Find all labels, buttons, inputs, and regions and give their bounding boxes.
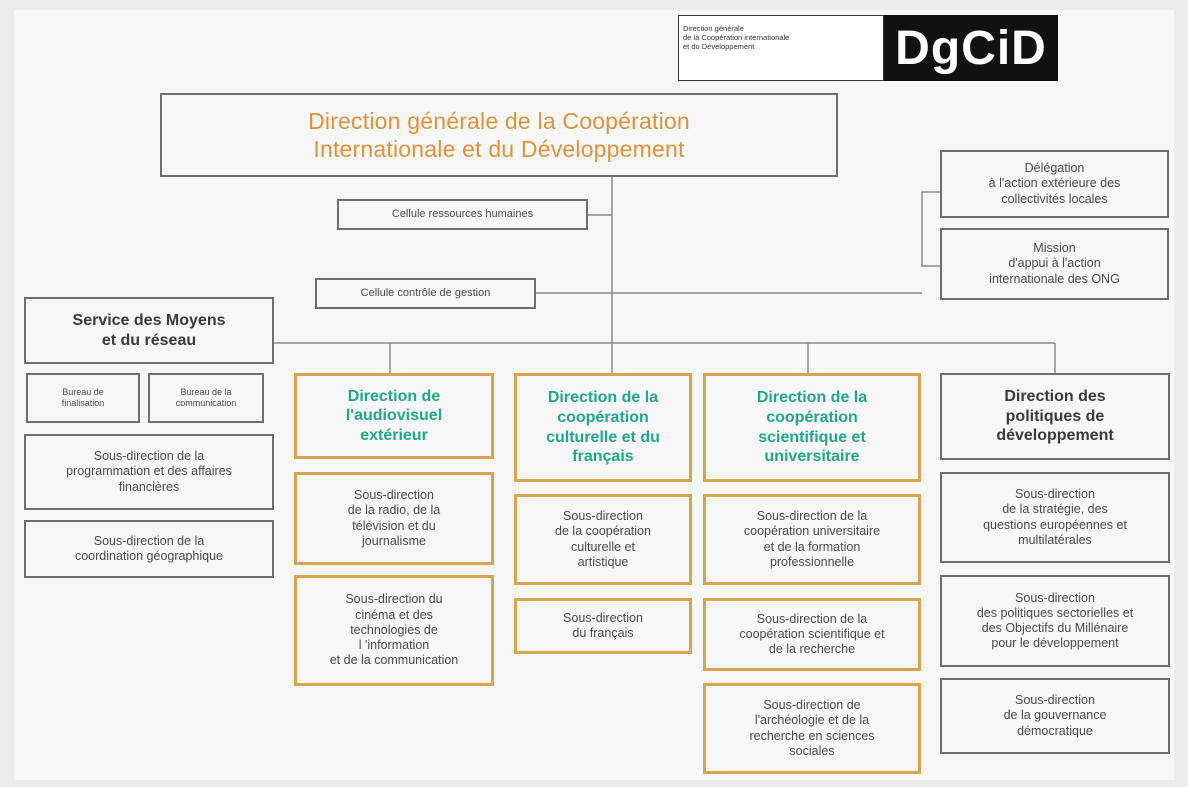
connector-right-bracket <box>921 191 940 267</box>
dcc-sd1-box: Sous-direction de la coopération culture… <box>514 494 692 585</box>
dpd-sd3-box: Sous-direction de la gouvernance démocra… <box>940 678 1170 754</box>
dcs-sd3-box: Sous-direction de l'archéologie et de la… <box>703 683 921 774</box>
service-moyens-box: Service des Moyens et du réseau <box>24 297 274 364</box>
cell-controle-gestion: Cellule contrôle de gestion <box>315 278 536 309</box>
logo-caption: Direction générale de la Coopération int… <box>678 15 884 81</box>
dpd-sd1-box: Sous-direction de la stratégie, des ques… <box>940 472 1170 563</box>
dpd-sd2-box: Sous-direction des politiques sectoriell… <box>940 575 1170 667</box>
dgcid-logo: Direction générale de la Coopération int… <box>678 15 1058 81</box>
cell-ressources-humaines: Cellule ressources humaines <box>337 199 588 230</box>
dcc-title-box: Direction de la coopération culturelle e… <box>514 373 692 482</box>
dav-sd1-box: Sous-direction de la radio, de la télévi… <box>294 472 494 565</box>
dcc-sd2-box: Sous-direction du français <box>514 598 692 654</box>
mission-box: Mission d'appui à l'action international… <box>940 228 1169 300</box>
delegation-box: Délégation à l'action extérieure des col… <box>940 150 1169 218</box>
logo-mark: DgCiD <box>884 15 1058 81</box>
dcs-title-box: Direction de la coopération scientifique… <box>703 373 921 482</box>
dpd-title-box: Direction des politiques de développemen… <box>940 373 1170 460</box>
bureau-communication-box: Bureau de la communication <box>148 373 264 423</box>
sd-coordination-box: Sous-direction de la coordination géogra… <box>24 520 274 578</box>
dcs-sd2-box: Sous-direction de la coopération scienti… <box>703 598 921 671</box>
dcs-sd1-box: Sous-direction de la coopération univers… <box>703 494 921 585</box>
top-direction-box: Direction générale de la Coopération Int… <box>160 93 838 177</box>
sd-programmation-box: Sous-direction de la programmation et de… <box>24 434 274 510</box>
bureau-finalisation-box: Bureau de finalisation <box>26 373 140 423</box>
dav-sd2-box: Sous-direction du cinéma et des technolo… <box>294 575 494 686</box>
dav-title-box: Direction de l'audiovisuel extérieur <box>294 373 494 459</box>
